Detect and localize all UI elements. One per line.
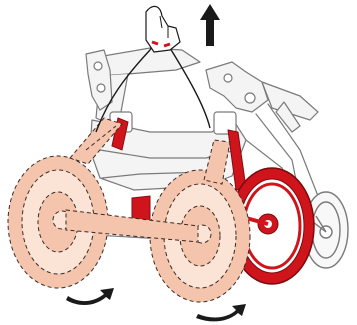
up-arrow-icon — [200, 4, 220, 46]
